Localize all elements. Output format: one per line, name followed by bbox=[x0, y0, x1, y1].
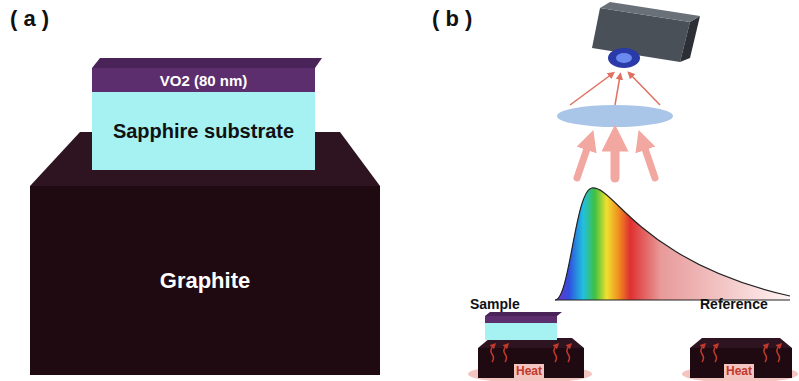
sapphire-block bbox=[92, 58, 322, 68]
reference-block bbox=[690, 338, 792, 378]
reference-label: Reference bbox=[700, 296, 768, 312]
heat-arrows bbox=[491, 345, 780, 362]
sapphire-substrate: Sapphire substrate bbox=[92, 92, 315, 170]
vo2-layer: VO2 (80 nm) bbox=[92, 68, 315, 92]
emission-arrows bbox=[577, 138, 655, 178]
heater-plates bbox=[468, 365, 798, 381]
node-text: VO2 (80 nm) bbox=[160, 72, 248, 89]
node-text: Graphite bbox=[160, 268, 250, 294]
graphite-block: Graphite bbox=[30, 186, 380, 375]
ir-camera bbox=[592, 2, 700, 68]
lens bbox=[557, 105, 673, 127]
blackbody-spectrum bbox=[555, 188, 790, 300]
sample-stack bbox=[478, 312, 584, 378]
heat-label: Heat bbox=[724, 364, 754, 378]
panel-label: ( b ) bbox=[432, 6, 472, 32]
heat-label: Heat bbox=[514, 364, 544, 378]
sample-label: Sample bbox=[470, 296, 520, 312]
panel-label: ( a ) bbox=[10, 6, 49, 32]
node-text: Sapphire substrate bbox=[113, 120, 294, 143]
focused-rays bbox=[570, 74, 660, 105]
